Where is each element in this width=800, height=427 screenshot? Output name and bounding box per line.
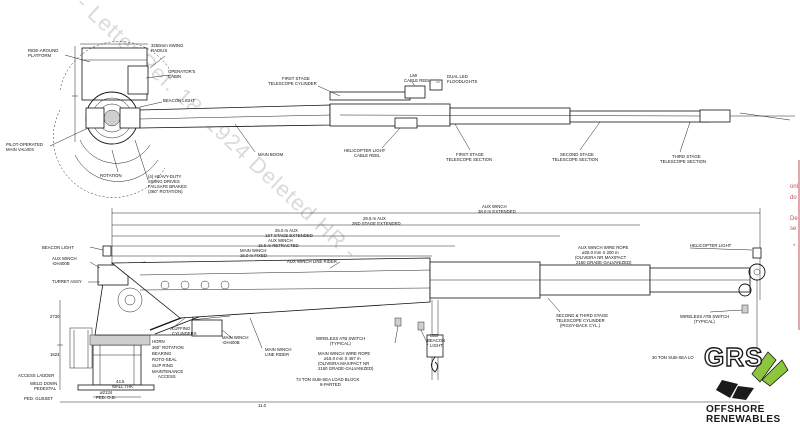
side-view (57, 208, 766, 403)
main-boom (110, 257, 431, 319)
side-note-line-5: * (793, 244, 796, 250)
grs-logo: GRS OFFSHORE RENEWABLES (700, 340, 800, 427)
label-slip-ring: SLIP RING (152, 363, 174, 368)
dim-height-2730: 2730 (50, 314, 60, 319)
label-main-boom: MAIN BOOM (258, 152, 283, 157)
label-roto-seal: ROTO-SEAL (152, 357, 177, 362)
side-note-line-4: se (790, 226, 797, 232)
dim-height-1524: 1524 (50, 352, 60, 357)
side-note-line-3: De (790, 216, 798, 222)
label-access-ladder: ACCESS LADDER (18, 373, 54, 378)
label-aux-winch-rider: AUX WINCH LINE RIDER (287, 259, 337, 264)
label-beacon-light-top: BEACON LIGHT (163, 98, 195, 103)
label-wireless-ats: WIRELESS ATB SWITCH(TYPICAL) (316, 336, 365, 346)
label-turret-assy: TURRET ASSY (52, 279, 82, 284)
logo-line-2: RENEWABLES (706, 414, 781, 425)
top-view (49, 41, 795, 198)
label-sub-sea: 30 TON SUB-SEA LO (652, 355, 694, 360)
label-rotation-top: ROTATION (100, 173, 122, 178)
side-note: onl do De se * (790, 160, 800, 330)
label-horn: HORN (152, 339, 165, 344)
label-heli-light: HELICOPTER LIGHT (690, 243, 732, 248)
operators-cabin (127, 65, 149, 95)
logo-line-1: OFFSHORE (706, 404, 765, 415)
logo-brand: GRS (703, 341, 764, 372)
side-note-line-1: onl (790, 184, 798, 190)
side-note-line-2: do (790, 195, 797, 201)
label-bearing: BEARING (152, 351, 172, 356)
label-ped-gusset: PED. GUSSET (24, 396, 53, 401)
dim-bottom: 11.0 (258, 403, 267, 408)
label-main-winch: MAIN WINCH-DH400B (222, 335, 249, 345)
label-beacon-light-side: BEACON LIGHT (42, 245, 74, 250)
label-aux-winch: AUX WINCH-DH400B (52, 256, 77, 266)
label-wireless-ats2: WIRELESS ATB SWITCH(TYPICAL) (680, 314, 729, 324)
pedestal (92, 344, 142, 386)
label-rotation-side: 360° ROTATION (152, 345, 184, 350)
